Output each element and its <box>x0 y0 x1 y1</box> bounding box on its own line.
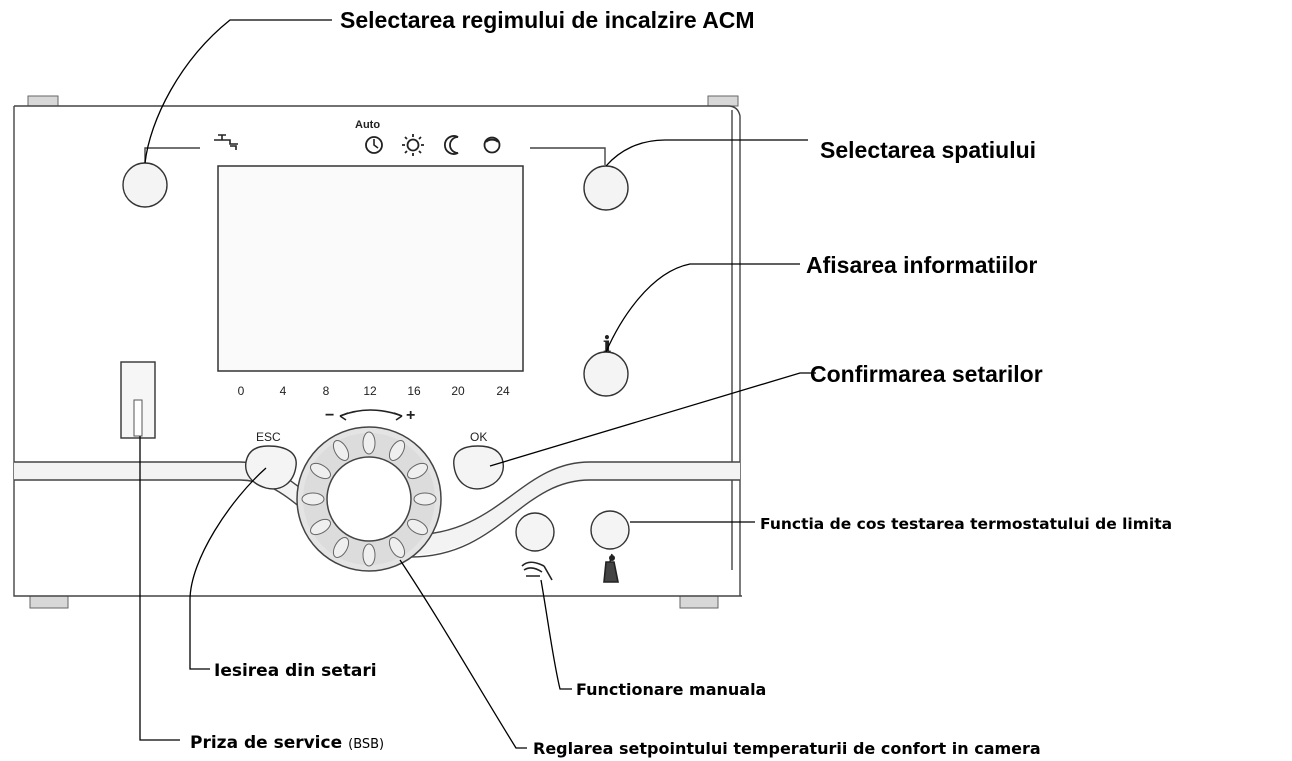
time-axis-label: 0 <box>238 384 245 398</box>
callouts: Selectarea regimului de incalzire ACM Se… <box>190 7 1172 758</box>
knob-grip <box>332 537 350 558</box>
mode-bracket <box>530 147 606 165</box>
leader-dhw-mode <box>144 19 332 164</box>
knob-grip <box>301 492 325 506</box>
leader-exit <box>189 467 267 670</box>
esc-button[interactable] <box>245 445 297 490</box>
display-screen <box>217 165 524 372</box>
time-axis-label: 16 <box>407 384 421 398</box>
service-socket-slot <box>133 399 143 437</box>
callout-chimney-function: Functia de cos testarea termostatului de… <box>760 515 1172 533</box>
frost-protection-icon <box>483 136 501 154</box>
service-socket-text: Priza de service <box>190 733 342 753</box>
callout-exit-settings: Iesirea din setari <box>214 661 377 681</box>
time-axis-label: 20 <box>451 384 465 398</box>
knob-grips <box>301 431 437 567</box>
knob-grip <box>388 440 406 461</box>
knob-grip <box>407 462 428 480</box>
moon-icon <box>444 135 459 155</box>
leader-confirm <box>489 372 816 467</box>
knob-grip <box>362 431 376 455</box>
knob-grip <box>310 518 331 536</box>
rotary-knob[interactable] <box>296 426 442 572</box>
dhw-mode-button[interactable] <box>122 162 168 208</box>
knob-center <box>326 456 412 542</box>
panel-outline <box>13 105 742 597</box>
knob-grip <box>413 492 437 506</box>
knob-grip <box>388 537 406 558</box>
knob-arc-arrow <box>339 409 403 417</box>
time-axis-label: 12 <box>363 384 377 398</box>
service-socket-bsb: (BSB) <box>348 737 384 752</box>
time-axis: 0 4 8 12 16 20 24 <box>238 384 510 398</box>
mount-tab-bottom-right <box>679 595 719 609</box>
controller-panel: Auto 0 4 8 12 16 20 24 <box>13 95 742 609</box>
callout-service-socket: Priza de service (BSB) <box>190 733 384 753</box>
hand-icon <box>521 561 553 581</box>
leader-lines <box>139 19 816 749</box>
callout-dhw-mode: Selectarea regimului de incalzire ACM <box>340 7 755 33</box>
sun-icon <box>402 134 424 156</box>
knob-plus: + <box>406 407 415 424</box>
callout-manual-operation: Functionare manuala <box>576 680 766 699</box>
leader-space-mode <box>605 139 808 167</box>
mount-tab-top-right <box>707 95 739 107</box>
mount-tab-top-left <box>27 95 59 107</box>
knob-grip <box>362 543 376 567</box>
time-axis-label: 24 <box>496 384 510 398</box>
ok-button[interactable] <box>453 445 505 490</box>
mode-auto-label: Auto <box>355 119 380 131</box>
knob-grip <box>332 440 350 461</box>
knob-minus: − <box>325 407 334 424</box>
knob-grip <box>407 518 428 536</box>
callout-comfort-setpoint: Reglarea setpointului temperaturii de co… <box>533 739 1041 758</box>
info-icon: i <box>603 332 611 358</box>
clock-icon <box>365 136 383 154</box>
leader-comfort <box>399 559 527 749</box>
chimney-sweep-icon <box>603 553 619 583</box>
leader-info <box>605 263 800 353</box>
knob-grip <box>310 462 331 480</box>
time-axis-label: 8 <box>323 384 330 398</box>
leader-service <box>139 436 180 741</box>
manual-button[interactable] <box>515 512 555 552</box>
callout-confirm-settings: Confirmarea setarilor <box>810 361 1043 387</box>
esc-label: ESC <box>256 430 281 444</box>
time-axis-label: 4 <box>280 384 287 398</box>
mount-tab-bottom-left <box>29 595 69 609</box>
dhw-bracket <box>144 147 200 165</box>
tap-icon <box>214 134 238 150</box>
ok-label: OK <box>470 430 487 444</box>
leader-manual <box>540 579 572 690</box>
callout-space-mode: Selectarea spatiului <box>820 137 1036 163</box>
chimney-button[interactable] <box>590 510 630 550</box>
info-button[interactable] <box>583 351 629 397</box>
callout-info-display: Afisarea informatiilor <box>806 252 1037 278</box>
space-mode-button[interactable] <box>583 165 629 211</box>
svg-text:i: i <box>603 332 611 358</box>
